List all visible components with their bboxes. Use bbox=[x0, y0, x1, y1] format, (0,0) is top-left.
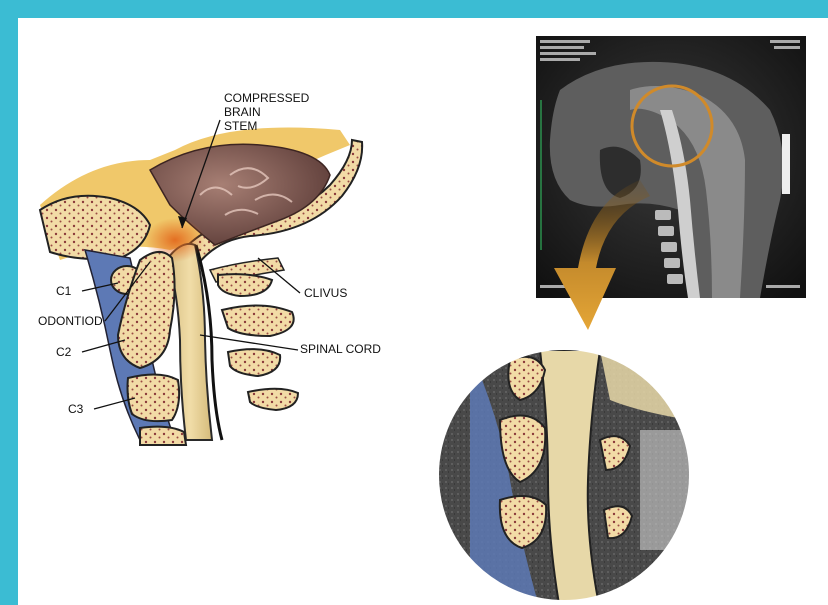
spinous-processes bbox=[218, 274, 298, 410]
leader-spinal-cord bbox=[200, 335, 298, 350]
mri-scale-bar bbox=[782, 134, 790, 194]
label-odontoid: ODONTIOD bbox=[38, 314, 103, 328]
label-c1: C1 bbox=[56, 284, 72, 298]
c3-vertebra bbox=[128, 374, 180, 421]
label-c3: C3 bbox=[68, 402, 84, 416]
label-compressed-2: BRAIN bbox=[224, 105, 261, 119]
label-compressed-1: COMPRESSED bbox=[224, 91, 310, 105]
magnified-view bbox=[430, 340, 700, 605]
mri-scan bbox=[536, 36, 806, 298]
label-spinal-cord: SPINAL CORD bbox=[300, 342, 381, 356]
label-clivus: CLIVUS bbox=[304, 286, 347, 300]
c4-vertebra bbox=[140, 427, 186, 445]
label-compressed-3: STEM bbox=[224, 119, 257, 133]
label-c2: C2 bbox=[56, 345, 72, 359]
